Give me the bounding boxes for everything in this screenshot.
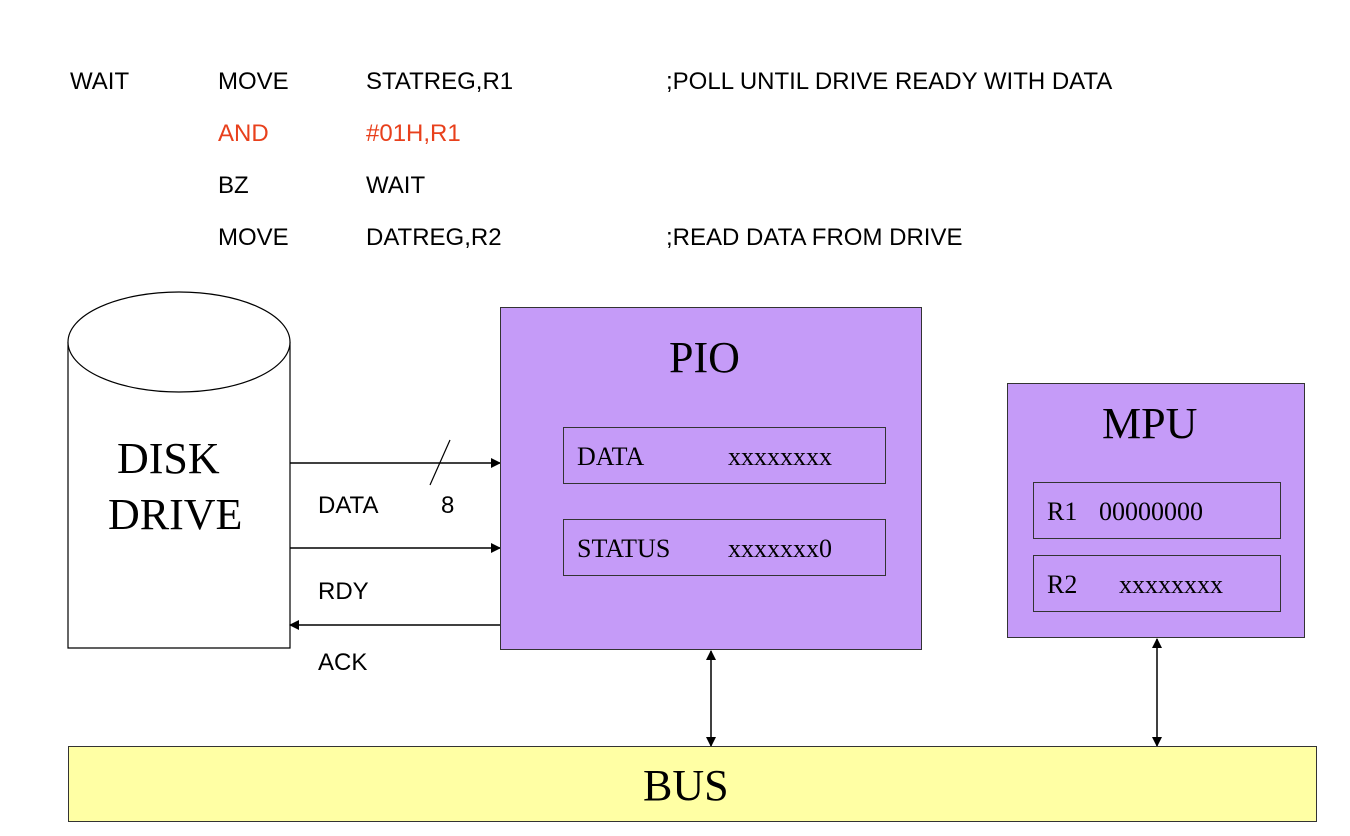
- mpu-block: MPU R1 00000000 R2 xxxxxxxx: [1007, 383, 1305, 638]
- signal-rdy-label: RDY: [318, 578, 369, 605]
- disk-label-line1: DISK: [117, 434, 220, 483]
- bus-label: BUS: [643, 761, 729, 810]
- code-comment: ;READ DATA FROM DRIVE: [666, 224, 963, 251]
- signal-ack-label: ACK: [318, 649, 368, 676]
- code-arg-highlighted: #01H,R1: [366, 120, 461, 147]
- register-name: R2: [1047, 570, 1078, 599]
- code-arg: WAIT: [366, 172, 426, 199]
- pio-data-register: DATA xxxxxxxx: [563, 427, 886, 484]
- pio-title: PIO: [669, 333, 740, 382]
- register-value: xxxxxxx0: [728, 534, 832, 563]
- disk-label-line2: DRIVE: [108, 490, 243, 539]
- code-arg: STATREG,R1: [366, 68, 514, 95]
- system-bus: BUS: [68, 746, 1317, 822]
- register-name: STATUS: [577, 534, 671, 563]
- code-arg: DATREG,R2: [366, 224, 502, 251]
- mpu-title: MPU: [1102, 399, 1198, 448]
- code-op: MOVE: [218, 224, 289, 251]
- disk-drive-cylinder: [67, 291, 291, 649]
- bus-width-slash: [429, 439, 451, 486]
- mpu-r2-register: R2 xxxxxxxx: [1033, 555, 1281, 612]
- register-name: DATA: [577, 442, 645, 471]
- register-name: R1: [1047, 497, 1078, 526]
- code-label: WAIT: [70, 68, 130, 95]
- code-op: BZ: [218, 172, 249, 199]
- register-value: xxxxxxxx: [1119, 570, 1223, 599]
- pio-block: PIO DATA xxxxxxxx STATUS xxxxxxx0: [500, 307, 922, 650]
- pio-status-register: STATUS xxxxxxx0: [563, 519, 886, 576]
- mpu-r1-register: R1 00000000: [1033, 482, 1281, 539]
- signal-data-label: DATA: [318, 492, 379, 519]
- code-comment: ;POLL UNTIL DRIVE READY WITH DATA: [666, 68, 1113, 95]
- signal-width-label: 8: [441, 492, 455, 519]
- register-value: xxxxxxxx: [728, 442, 832, 471]
- code-op-highlighted: AND: [218, 120, 269, 147]
- code-op: MOVE: [218, 68, 289, 95]
- register-value: 00000000: [1099, 497, 1203, 526]
